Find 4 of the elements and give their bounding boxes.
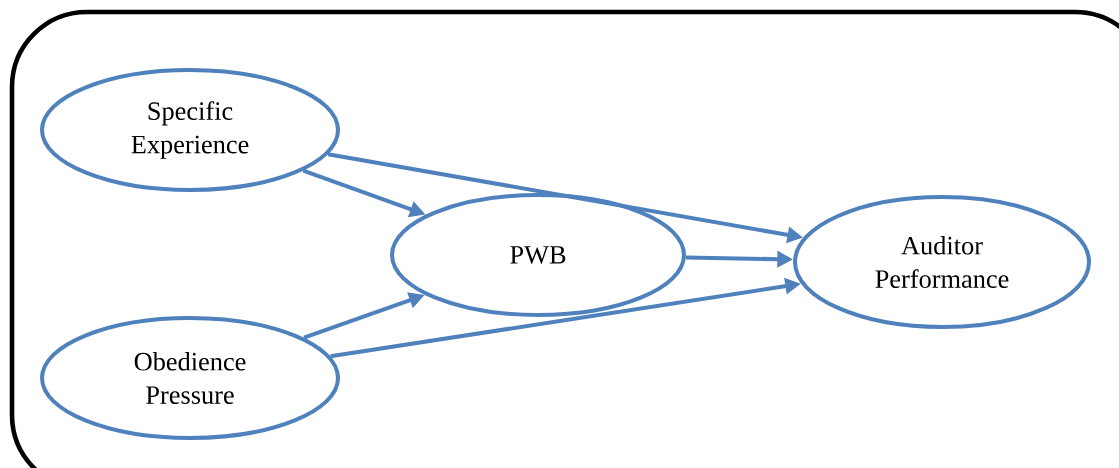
ellipse-node: Auditor Performance (793, 194, 1092, 329)
ellipse-node: Specific Experience (40, 67, 341, 192)
ellipse-node: Obedience Pressure (40, 315, 341, 440)
ellipse-node: PWB (390, 192, 687, 317)
